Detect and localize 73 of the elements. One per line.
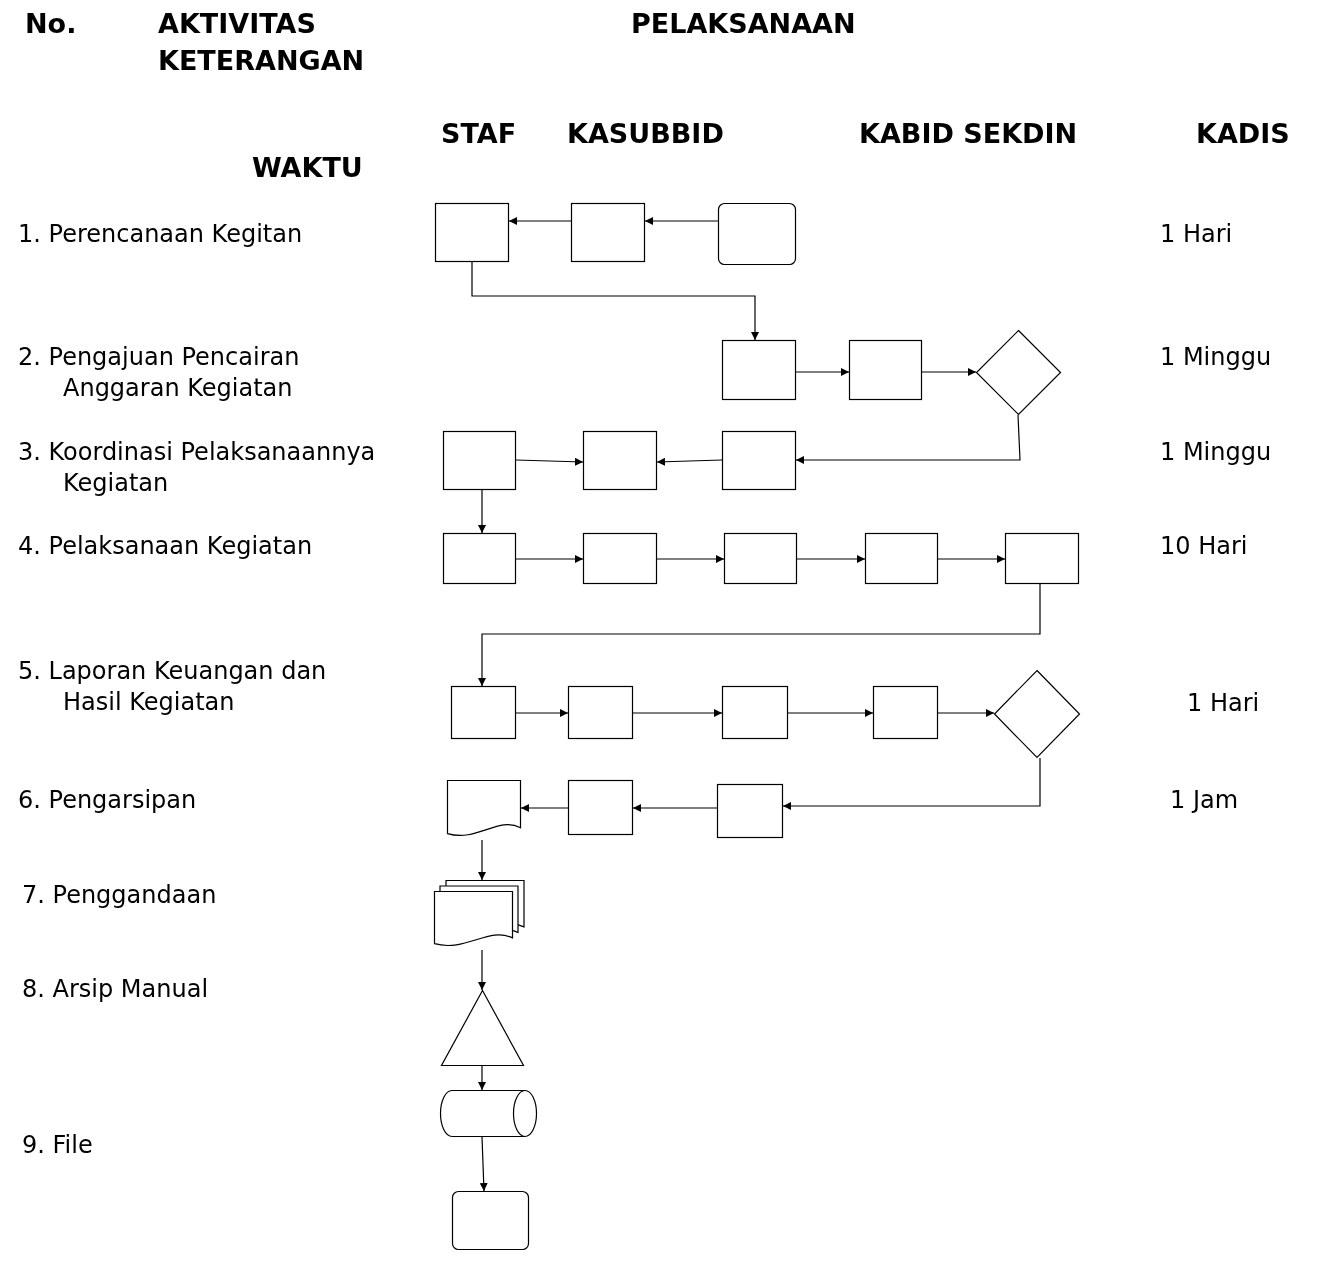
arrow [632,709,723,717]
arrow [478,839,486,881]
duration-label: 10 Hari [1160,531,1248,562]
arrow [478,1065,486,1091]
process-box [724,533,797,584]
arrow [471,261,759,341]
activity-label: 1. Perencanaan Kegitan [18,219,303,250]
activity-label: 3. Koordinasi Pelaksanaannya Kegiatan [18,437,377,499]
activity-label: 7. Penggandaan [22,880,217,911]
process-box [568,686,633,739]
process-box [571,203,645,262]
arrow [520,804,569,812]
process-box [583,431,657,490]
column-header: KETERANGAN [158,45,365,76]
process-box [865,533,938,584]
process-box [568,780,633,835]
arrow [632,804,718,812]
process-box [722,340,796,400]
column-header: No. [25,8,77,39]
arrow [515,555,584,563]
process-box [443,533,516,584]
process-box [722,686,788,739]
arrow [478,949,486,991]
duration-label: 1 Minggu [1160,342,1272,373]
duration-label: 1 Minggu [1160,437,1272,468]
archive-triangle [441,990,524,1066]
arrow [937,555,1006,563]
arrow [782,757,1041,810]
storage-cylinder [440,1090,537,1137]
arrow [795,368,850,376]
process-box [873,686,938,739]
arrow [656,457,723,466]
arrow [515,709,569,717]
duration-label: 1 Jam [1170,785,1239,816]
column-header: STAF [441,118,517,149]
arrow [644,217,719,225]
arrow [478,583,1041,687]
arrow [796,555,866,563]
duration-label: 1 Hari [1160,219,1233,250]
arrow [937,709,995,717]
process-box [451,686,516,739]
arrow [921,368,977,376]
column-header: AKTIVITAS [158,8,316,39]
arrow [508,217,572,225]
arrow [478,489,486,534]
process-box [722,431,796,490]
process-box [717,784,783,838]
decision-diamond [976,330,1061,415]
arrow [787,709,874,717]
column-header: WAKTU [252,152,363,183]
process-box [583,533,657,584]
duration-label: 1 Hari [1187,688,1260,719]
terminal-box [718,203,796,265]
activity-label: 5. Laporan Keuangan dan Hasil Kegiatan [18,656,328,718]
process-box [443,431,516,490]
activity-label: 2. Pengajuan Pencairan Anggaran Kegiatan [18,342,301,404]
column-header: KADIS [1196,118,1290,149]
arrow [515,457,584,466]
terminal-box [452,1191,529,1250]
process-box [1005,533,1079,584]
arrow [479,1136,488,1192]
activity-label: 4. Pelaksanaan Kegiatan [18,531,313,562]
activity-label: 6. Pengarsipan [18,785,197,816]
column-header: KASUBBID [567,118,724,149]
activity-label: 8. Arsip Manual [22,974,209,1005]
activity-label: 9. File [22,1130,93,1161]
arrow [795,414,1021,464]
process-box [849,340,922,400]
column-header: PELAKSANAAN [631,8,856,39]
decision-diamond [994,670,1080,758]
arrow [656,555,725,563]
column-header: KABID SEKDIN [859,118,1078,149]
process-box [435,203,509,262]
